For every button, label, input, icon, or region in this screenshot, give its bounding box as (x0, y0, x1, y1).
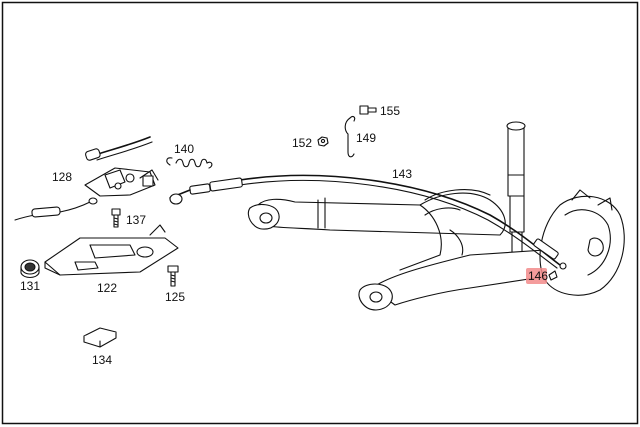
label-122[interactable]: 122 (97, 281, 117, 295)
clip-149 (344, 116, 356, 158)
grommet-131 (20, 259, 40, 279)
cable-upper-left (85, 136, 153, 161)
bolt-125 (167, 265, 179, 287)
bolt-137 (111, 208, 121, 228)
label-140[interactable]: 140 (174, 142, 194, 156)
clip-146 (548, 270, 558, 281)
bracket-plate-122 (44, 224, 179, 276)
label-146[interactable]: 146 (528, 269, 548, 283)
label-128[interactable]: 128 (52, 170, 72, 184)
lever-assembly-128 (84, 167, 159, 197)
label-134[interactable]: 134 (92, 353, 112, 367)
label-143[interactable]: 143 (392, 167, 412, 181)
nut-152 (317, 136, 329, 147)
cable-lower-left (14, 197, 98, 221)
highlight-146 (526, 268, 547, 284)
label-152[interactable]: 152 (292, 136, 312, 150)
cable-143 (169, 174, 567, 270)
label-137[interactable]: 137 (126, 213, 146, 227)
label-155[interactable]: 155 (380, 104, 400, 118)
spring-140 (166, 157, 213, 169)
trailing-arm-assembly (247, 189, 625, 311)
bolt-155 (359, 105, 377, 115)
label-125[interactable]: 125 (165, 290, 185, 304)
label-131[interactable]: 131 (20, 279, 40, 293)
pad-134 (83, 327, 117, 348)
shock-absorber (506, 121, 526, 256)
label-149[interactable]: 149 (356, 131, 376, 145)
